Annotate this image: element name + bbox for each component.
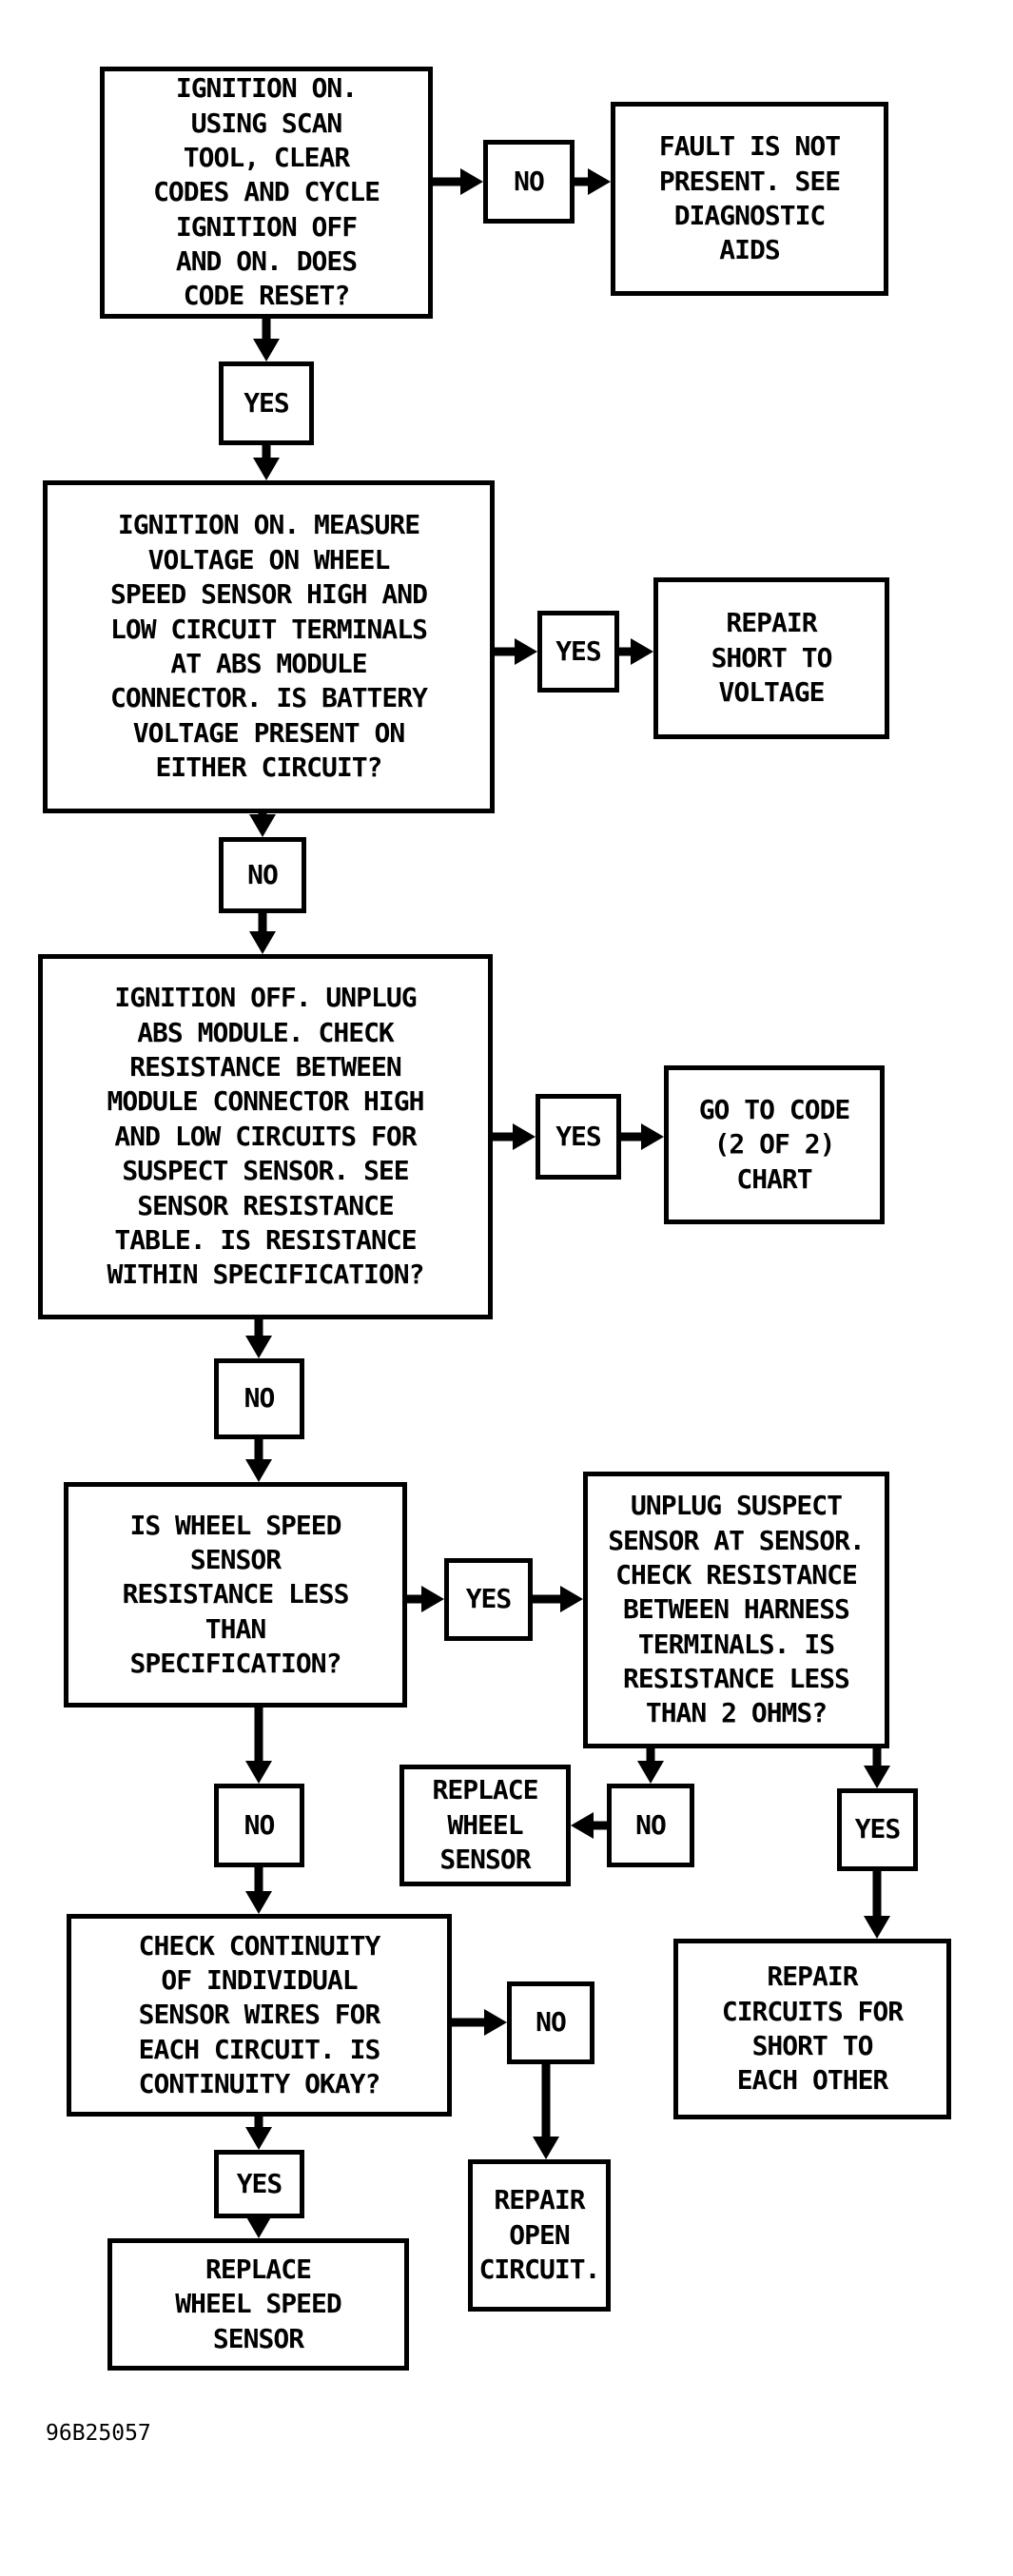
node-question-unplug-sensor-text: UNPLUG SUSPECT SENSOR AT SENSOR. CHECK R…	[608, 1490, 866, 1729]
label-yes-text: YES	[465, 1583, 513, 1615]
node-question-resistance-less-text: IS WHEEL SPEED SENSOR RESISTANCE LESS TH…	[122, 1509, 350, 1680]
node-question-battery-voltage: IGNITION ON. MEASURE VOLTAGE ON WHEEL SP…	[43, 480, 495, 813]
node-goto-code-chart: GO TO CODE (2 OF 2) CHART	[664, 1065, 885, 1224]
arrow-q1-to-no	[433, 168, 483, 195]
node-repair-short-to-voltage-text: REPAIR SHORT TO VOLTAGE	[711, 607, 833, 709]
arrow-yes-to-q2	[253, 445, 280, 480]
node-question-resistance-less: IS WHEEL SPEED SENSOR RESISTANCE LESS TH…	[64, 1482, 407, 1708]
label-yes-text: YES	[236, 2167, 283, 2199]
node-repair-circuits-short-text: REPAIR CIRCUITS FOR SHORT TO EACH OTHER	[721, 1961, 904, 2097]
arrow-no-to-q4	[245, 1439, 272, 1482]
node-question-resistance-spec: IGNITION OFF. UNPLUG ABS MODULE. CHECK R…	[38, 954, 493, 1319]
node-repair-short-to-voltage: REPAIR SHORT TO VOLTAGE	[653, 577, 889, 739]
arrow-no-to-q5	[245, 1867, 272, 1914]
label-no-text: NO	[247, 858, 279, 890]
node-replace-wheel-speed-sensor-text: REPLACE WHEEL SPEED SENSOR	[175, 2253, 341, 2354]
label-yes-battery-voltage: YES	[537, 611, 619, 693]
arrow-yes-to-unplug	[533, 1586, 583, 1612]
node-repair-circuits-short: REPAIR CIRCUITS FOR SHORT TO EACH OTHER	[673, 1939, 951, 2119]
node-repair-open-circuit-text: REPAIR OPEN CIRCUIT.	[478, 2184, 601, 2286]
arrow-no-to-repair-open	[533, 2064, 559, 2159]
node-question-code-reset-text: IGNITION ON. USING SCAN TOOL, CLEAR CODE…	[153, 72, 380, 312]
node-question-continuity: CHECK CONTINUITY OF INDIVIDUAL SENSOR WI…	[67, 1914, 452, 2117]
label-no-text: NO	[244, 1808, 276, 1841]
arrow-no-to-q3	[249, 913, 276, 954]
arrow-q2-to-yes	[495, 638, 537, 665]
label-no-unplug-sensor: NO	[607, 1784, 694, 1867]
label-yes-resistance-spec: YES	[536, 1094, 621, 1180]
arrow-unplug-to-no	[637, 1748, 664, 1784]
label-no-text: NO	[514, 165, 545, 197]
arrow-q5-to-yes	[245, 2117, 272, 2150]
node-question-continuity-text: CHECK CONTINUITY OF INDIVIDUAL SENSOR WI…	[138, 1929, 381, 2100]
label-no-battery-voltage: NO	[219, 837, 306, 913]
arrow-q2-to-no	[249, 813, 276, 837]
label-no-text: NO	[635, 1808, 667, 1841]
arrow-no-to-fault	[575, 168, 611, 195]
label-no-continuity: NO	[507, 1981, 594, 2064]
arrow-q3-to-no	[245, 1319, 272, 1358]
arrow-yes-to-replace-wss	[245, 2215, 272, 2238]
arrow-yes-to-repair-circuits	[864, 1871, 890, 1939]
label-yes-text: YES	[555, 1120, 602, 1152]
label-no-text: NO	[536, 2006, 567, 2039]
node-question-unplug-sensor: UNPLUG SUSPECT SENSOR AT SENSOR. CHECK R…	[583, 1472, 889, 1748]
node-question-battery-voltage-text: IGNITION ON. MEASURE VOLTAGE ON WHEEL SP…	[109, 509, 428, 784]
node-fault-not-present-text: FAULT IS NOT PRESENT. SEE DIAGNOSTIC AID…	[658, 130, 841, 266]
arrow-q3-to-yes	[493, 1123, 536, 1150]
node-goto-code-chart-text: GO TO CODE (2 OF 2) CHART	[698, 1093, 851, 1195]
node-question-code-reset: IGNITION ON. USING SCAN TOOL, CLEAR CODE…	[100, 67, 433, 319]
node-replace-wheel-sensor: REPLACE WHEEL SENSOR	[399, 1765, 571, 1886]
arrow-yes-to-repair-voltage	[619, 638, 653, 665]
label-yes-code-reset: YES	[219, 361, 314, 445]
arrow-unplug-to-yes	[864, 1748, 890, 1788]
label-yes-resistance-less: YES	[444, 1558, 533, 1641]
figure-code: 96B25057	[46, 2421, 151, 2446]
label-no-resistance-spec: NO	[214, 1358, 304, 1439]
node-question-resistance-spec-text: IGNITION OFF. UNPLUG ABS MODULE. CHECK R…	[107, 982, 424, 1291]
label-no-code-reset: NO	[483, 140, 575, 224]
arrow-no-to-replace-sensor	[571, 1812, 607, 1839]
arrow-q4-to-yes	[407, 1586, 444, 1612]
arrow-q4-to-no	[245, 1708, 272, 1784]
arrow-q5-to-no	[452, 2009, 507, 2036]
node-repair-open-circuit: REPAIR OPEN CIRCUIT.	[468, 2159, 611, 2312]
label-yes-text: YES	[244, 386, 290, 419]
label-yes-text: YES	[854, 1813, 902, 1845]
node-replace-wheel-sensor-text: REPLACE WHEEL SENSOR	[432, 1774, 538, 1876]
label-yes-text: YES	[555, 634, 602, 667]
arrow-yes-to-goto-code	[621, 1123, 664, 1150]
node-replace-wheel-speed-sensor: REPLACE WHEEL SPEED SENSOR	[107, 2238, 409, 2371]
node-fault-not-present: FAULT IS NOT PRESENT. SEE DIAGNOSTIC AID…	[611, 102, 888, 296]
label-yes-continuity: YES	[214, 2150, 304, 2218]
label-no-resistance-less: NO	[214, 1784, 304, 1867]
arrow-q1-to-yes	[253, 319, 280, 361]
label-yes-unplug-sensor: YES	[837, 1788, 918, 1871]
label-no-text: NO	[244, 1382, 276, 1415]
